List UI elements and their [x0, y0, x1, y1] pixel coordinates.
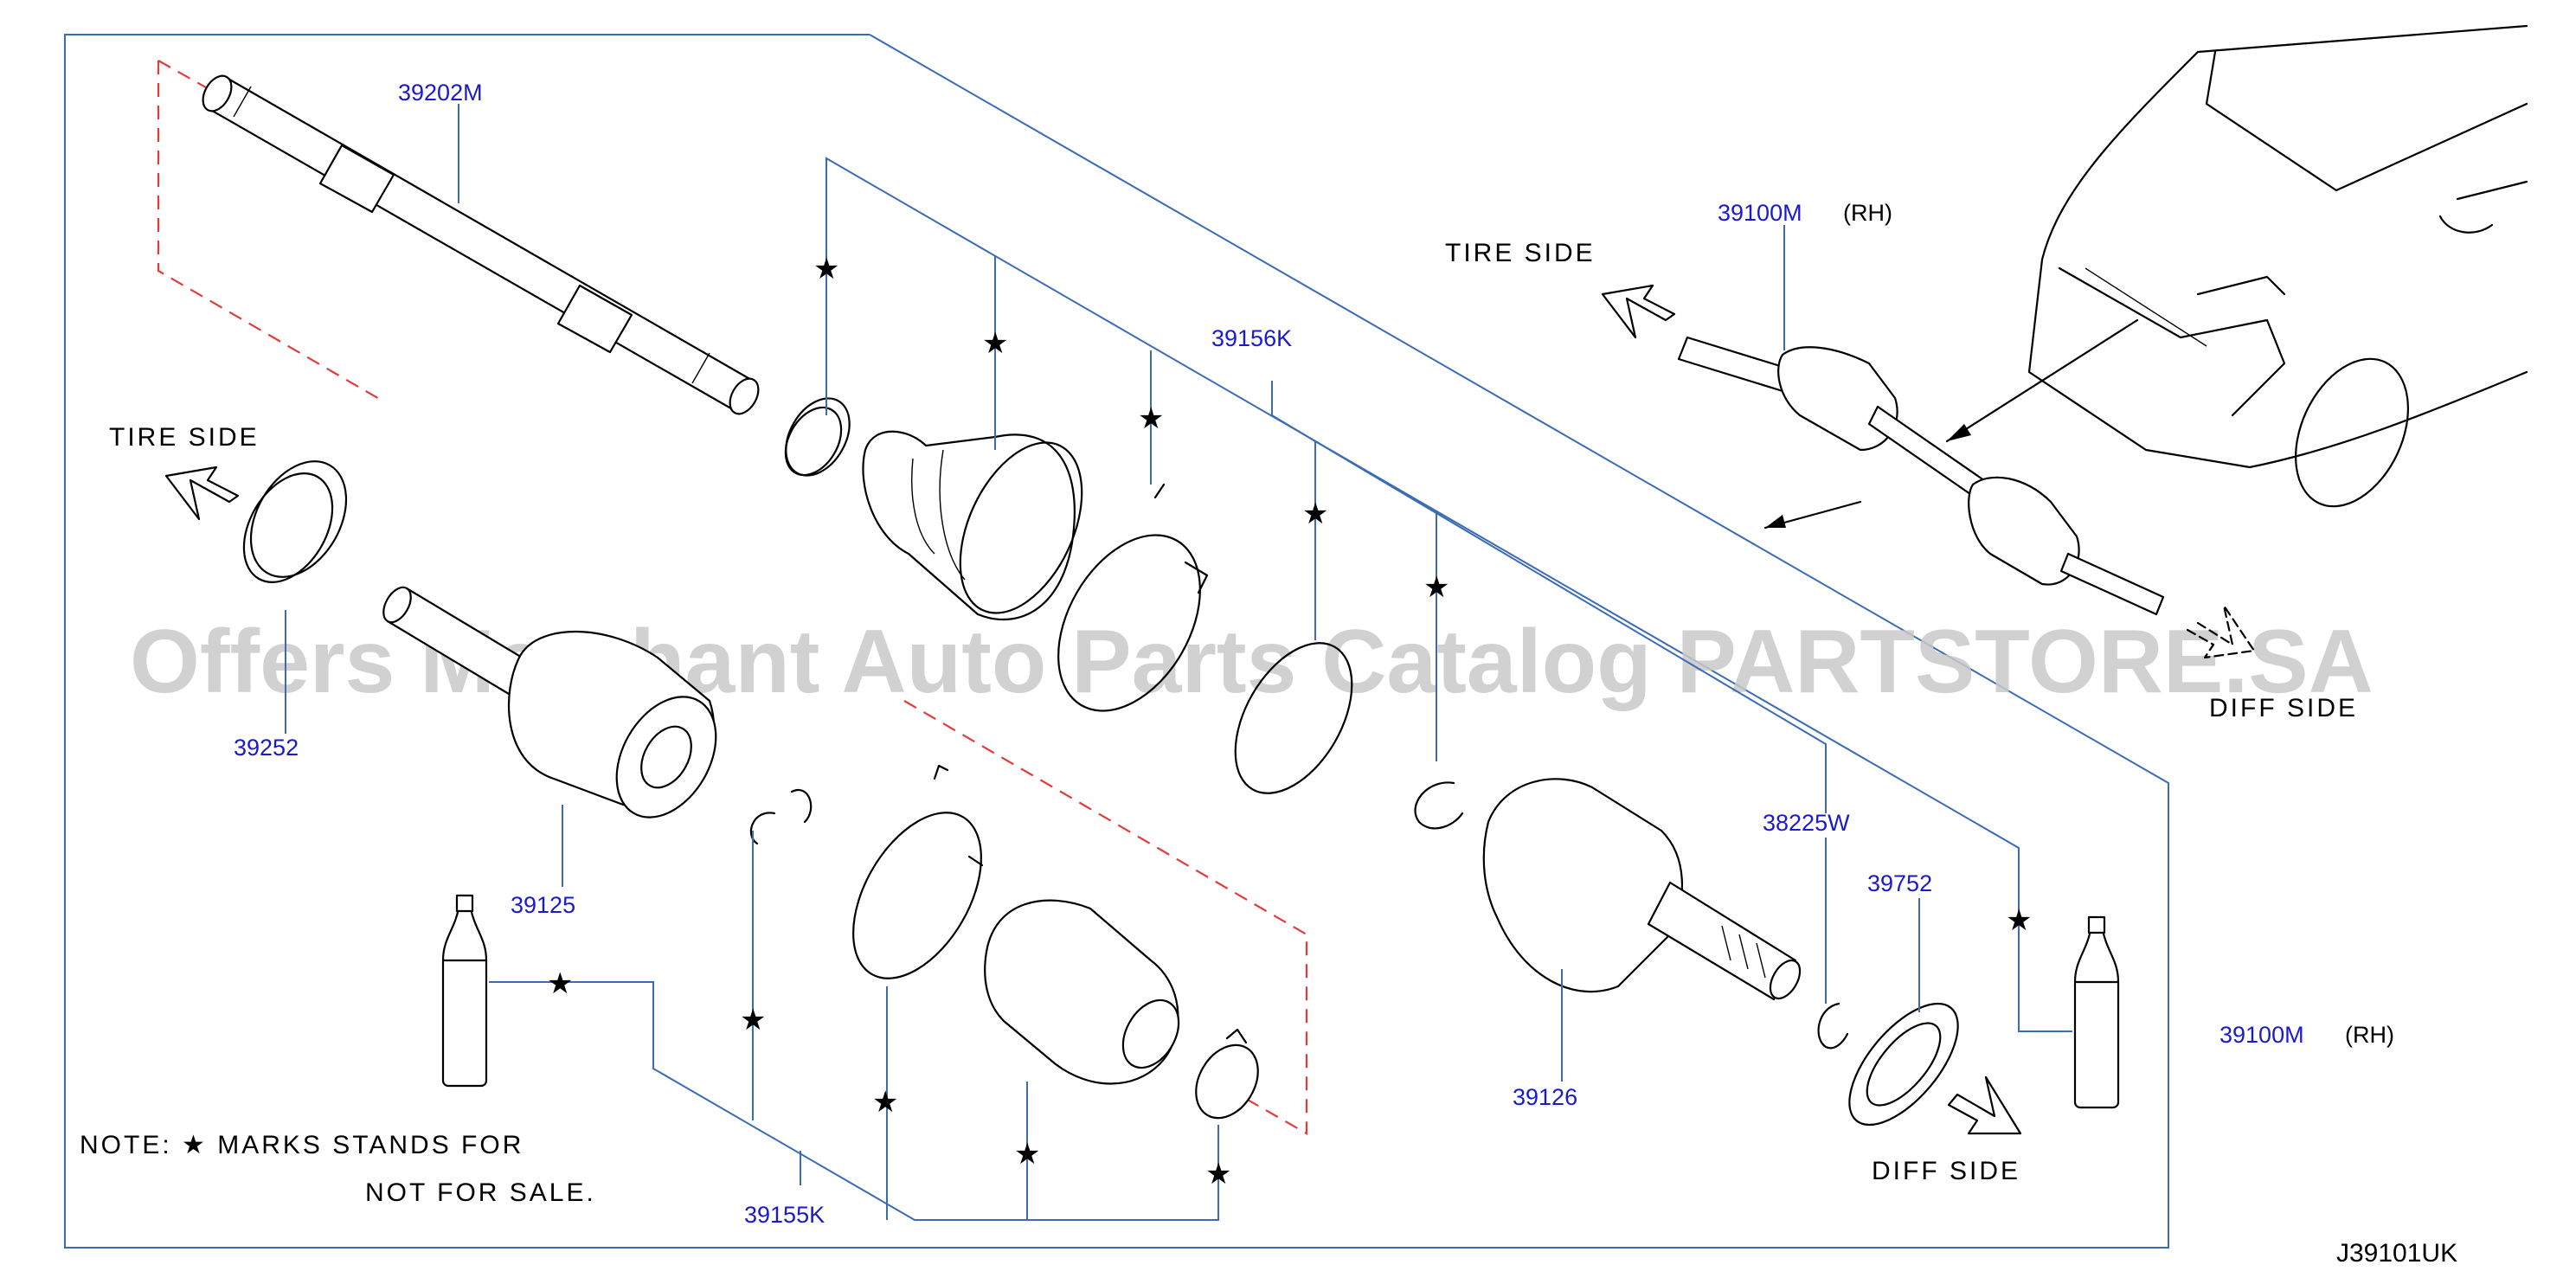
group-box-boot-kit-upper: [825, 157, 2072, 1032]
star-marker: ★: [813, 253, 839, 286]
tire-side-label-top: TIRE SIDE: [1445, 239, 1596, 267]
vehicle-silhouette: [2027, 24, 2528, 508]
dashed-guide-shaft-top: [157, 60, 213, 92]
star-marker: ★: [1205, 1158, 1231, 1191]
diff-side-arrow-bottom: [1947, 1075, 2022, 1135]
pointer-arrow-vehicle: [1945, 318, 2139, 443]
grease-tube-right[interactable]: [2073, 915, 2120, 1109]
pointer-arrowhead-vehicle: [1947, 424, 1971, 441]
reference-frame: [64, 34, 2169, 1249]
snap-ring-upper[interactable]: [1414, 781, 1464, 830]
star-marker: ★: [872, 1086, 898, 1119]
boot-upper[interactable]: [862, 423, 1106, 632]
rh-label-top: (RH): [1843, 200, 1892, 226]
dashed-guide-boot-kit: [903, 700, 1308, 1135]
star-marker: ★: [547, 967, 573, 1000]
tire-side-arrow-top: [1601, 284, 1676, 339]
note-line-2: NOT FOR SALE.: [365, 1178, 596, 1207]
part-number-39155k[interactable]: 39155K: [744, 1202, 825, 1228]
dashed-guide-shaft: [157, 61, 382, 401]
part-number-39202m[interactable]: 39202M: [398, 80, 483, 106]
diff-side-label-bottom: DIFF SIDE: [1872, 1157, 2020, 1185]
clamp-small-upper[interactable]: [773, 387, 862, 486]
part-number-39752[interactable]: 39752: [1867, 870, 1932, 896]
tire-side-arrow-left: [164, 465, 240, 521]
star-marker: ★: [1423, 571, 1449, 604]
diagram-code: J39101UK: [2336, 1239, 2457, 1268]
axle-assembly-39100m[interactable]: [1677, 336, 2165, 616]
boot-lower[interactable]: [984, 899, 1190, 1085]
star-marker: ★: [1014, 1138, 1040, 1171]
ring-39252[interactable]: [226, 445, 366, 598]
pointer-arrowhead-axle: [1765, 515, 1786, 528]
outer-joint-39125[interactable]: [378, 582, 736, 835]
band-large-lower[interactable]: [827, 764, 1008, 1000]
part-number-39100m-right[interactable]: 39100M: [2219, 1022, 2304, 1048]
star-marker: ★: [982, 327, 1008, 360]
clamp-small-lower[interactable]: [1184, 1028, 1270, 1129]
note-line-1: NOTE: ★ MARKS STANDS FOR: [80, 1131, 524, 1159]
diff-side-label-top: DIFF SIDE: [2209, 694, 2358, 722]
inner-joint-39126[interactable]: [1482, 778, 1806, 1003]
band-large-upper[interactable]: [1029, 483, 1229, 735]
star-marker: ★: [2006, 904, 2032, 937]
star-marker: ★: [740, 1004, 766, 1037]
grease-tube-left[interactable]: [441, 894, 488, 1088]
part-number-39100m-top[interactable]: 39100M: [1718, 200, 1802, 226]
part-number-39156k[interactable]: 39156K: [1211, 325, 1292, 351]
o-ring[interactable]: [1211, 623, 1376, 813]
rh-label-right: (RH): [2345, 1022, 2394, 1048]
part-number-39125[interactable]: 39125: [511, 892, 575, 918]
diff-side-arrow-top: [2186, 604, 2256, 659]
washer-39752[interactable]: [1830, 985, 1978, 1143]
star-marker: ★: [1302, 498, 1328, 530]
snap-ring-38225w[interactable]: [1817, 1002, 1849, 1050]
part-number-39252[interactable]: 39252: [234, 735, 299, 761]
part-number-39126[interactable]: 39126: [1513, 1084, 1577, 1110]
part-number-38225w[interactable]: 38225W: [1763, 810, 1850, 836]
snap-ring-lower[interactable]: [749, 788, 813, 845]
tire-side-label-left: TIRE SIDE: [109, 423, 260, 452]
star-marker: ★: [1138, 402, 1164, 435]
shaft-39202m[interactable]: [197, 71, 764, 419]
